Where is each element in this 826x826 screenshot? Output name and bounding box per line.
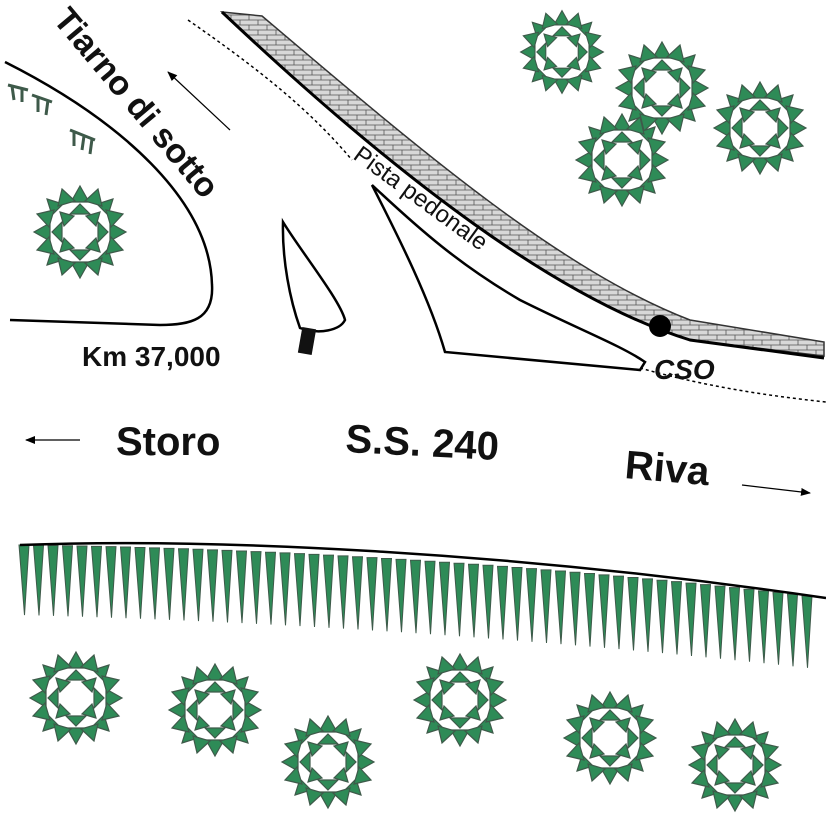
arrow-icon xyxy=(741,484,811,496)
hedge-spike xyxy=(670,581,683,655)
hedge-spike xyxy=(322,554,335,628)
hedge-spike xyxy=(598,574,610,648)
traffic-island xyxy=(281,217,347,333)
hedge-spike xyxy=(293,553,306,627)
field-boundary-left xyxy=(4,60,214,327)
hedge-spike xyxy=(395,558,407,633)
hedge-spike xyxy=(453,562,465,637)
hedge-spike xyxy=(699,584,712,658)
hedge-spike xyxy=(366,557,378,631)
hedge-spike xyxy=(801,595,813,668)
hedge-spike xyxy=(18,544,30,616)
hedge-spike xyxy=(61,545,74,617)
hedge-spike xyxy=(583,573,596,647)
hedge-row xyxy=(18,544,813,668)
tree-icon xyxy=(281,715,375,809)
tree-icon xyxy=(413,653,507,747)
hedge-spike xyxy=(627,576,639,651)
hedge-spike xyxy=(438,561,451,636)
hedge-spike xyxy=(772,591,784,665)
label-km: Km 37,000 xyxy=(82,341,221,372)
hedge-spike xyxy=(235,550,248,624)
hedge-spike xyxy=(482,564,494,639)
hedge-spike xyxy=(90,545,103,618)
hedge-spike xyxy=(540,569,552,643)
hedge-spike xyxy=(119,546,132,619)
hedge-spike xyxy=(351,556,364,630)
tree-icon xyxy=(520,10,604,94)
hedge-spike xyxy=(206,549,219,622)
hedge-spike xyxy=(250,551,262,624)
hedge-spike xyxy=(424,560,436,635)
hedge-spike xyxy=(163,547,175,620)
hedge-spike xyxy=(641,578,654,652)
label-riva: Riva xyxy=(623,443,712,494)
hedge-top-line xyxy=(19,541,826,600)
hedge-spike xyxy=(511,567,523,641)
hedge-spike xyxy=(148,547,161,620)
hedge-spike xyxy=(685,582,697,656)
hedge-spike xyxy=(380,557,393,632)
dotted-boundary-top xyxy=(187,19,353,161)
label-road: S.S. 240 xyxy=(345,417,501,469)
tree-icon xyxy=(29,651,123,745)
grass-marks-top-left xyxy=(7,83,96,155)
tree-icon xyxy=(168,663,262,757)
hedge-spike xyxy=(757,590,770,664)
hedge-spike xyxy=(76,545,88,617)
hedge-spike xyxy=(743,588,755,662)
hedge-spike xyxy=(192,548,204,622)
road-edge-upper xyxy=(220,10,825,360)
tree-icon xyxy=(688,718,782,812)
km-marker-icon xyxy=(297,326,317,356)
tree-icon xyxy=(33,185,127,279)
hedge-spike xyxy=(554,570,567,645)
hedge-spike xyxy=(105,546,117,618)
hedge-spike xyxy=(714,585,726,659)
hedge-spike xyxy=(47,544,59,616)
hedge-spike xyxy=(656,579,668,654)
tree-icon xyxy=(575,113,669,207)
label-storo: Storo xyxy=(116,420,220,464)
hedge-spike xyxy=(786,593,799,667)
tree-icon xyxy=(563,691,657,785)
label-cso: CSO xyxy=(654,354,715,385)
tree-icon xyxy=(615,41,709,135)
hedge-spike xyxy=(32,544,45,616)
tree-icon xyxy=(713,81,807,175)
hedge-spike xyxy=(525,568,538,642)
hedge-spike xyxy=(308,553,320,627)
cso-marker-icon xyxy=(649,315,671,337)
hedge-spike xyxy=(337,555,349,629)
hedge-spike xyxy=(467,563,480,638)
hedge-spike xyxy=(612,575,625,650)
hedge-spike xyxy=(177,548,190,621)
hedge-spike xyxy=(728,587,741,661)
hedge-spike xyxy=(134,546,146,619)
hedge-spike xyxy=(279,552,291,626)
hedge-spike xyxy=(221,549,233,623)
pedestrian-island xyxy=(370,184,647,372)
hedge-spike xyxy=(496,565,509,640)
hedge-spike xyxy=(569,571,581,646)
label-tiarno: Tiarno di sotto xyxy=(46,1,226,206)
hedge-spike xyxy=(264,551,277,625)
hedge-spike xyxy=(409,559,422,634)
arrow-icon xyxy=(167,71,231,131)
